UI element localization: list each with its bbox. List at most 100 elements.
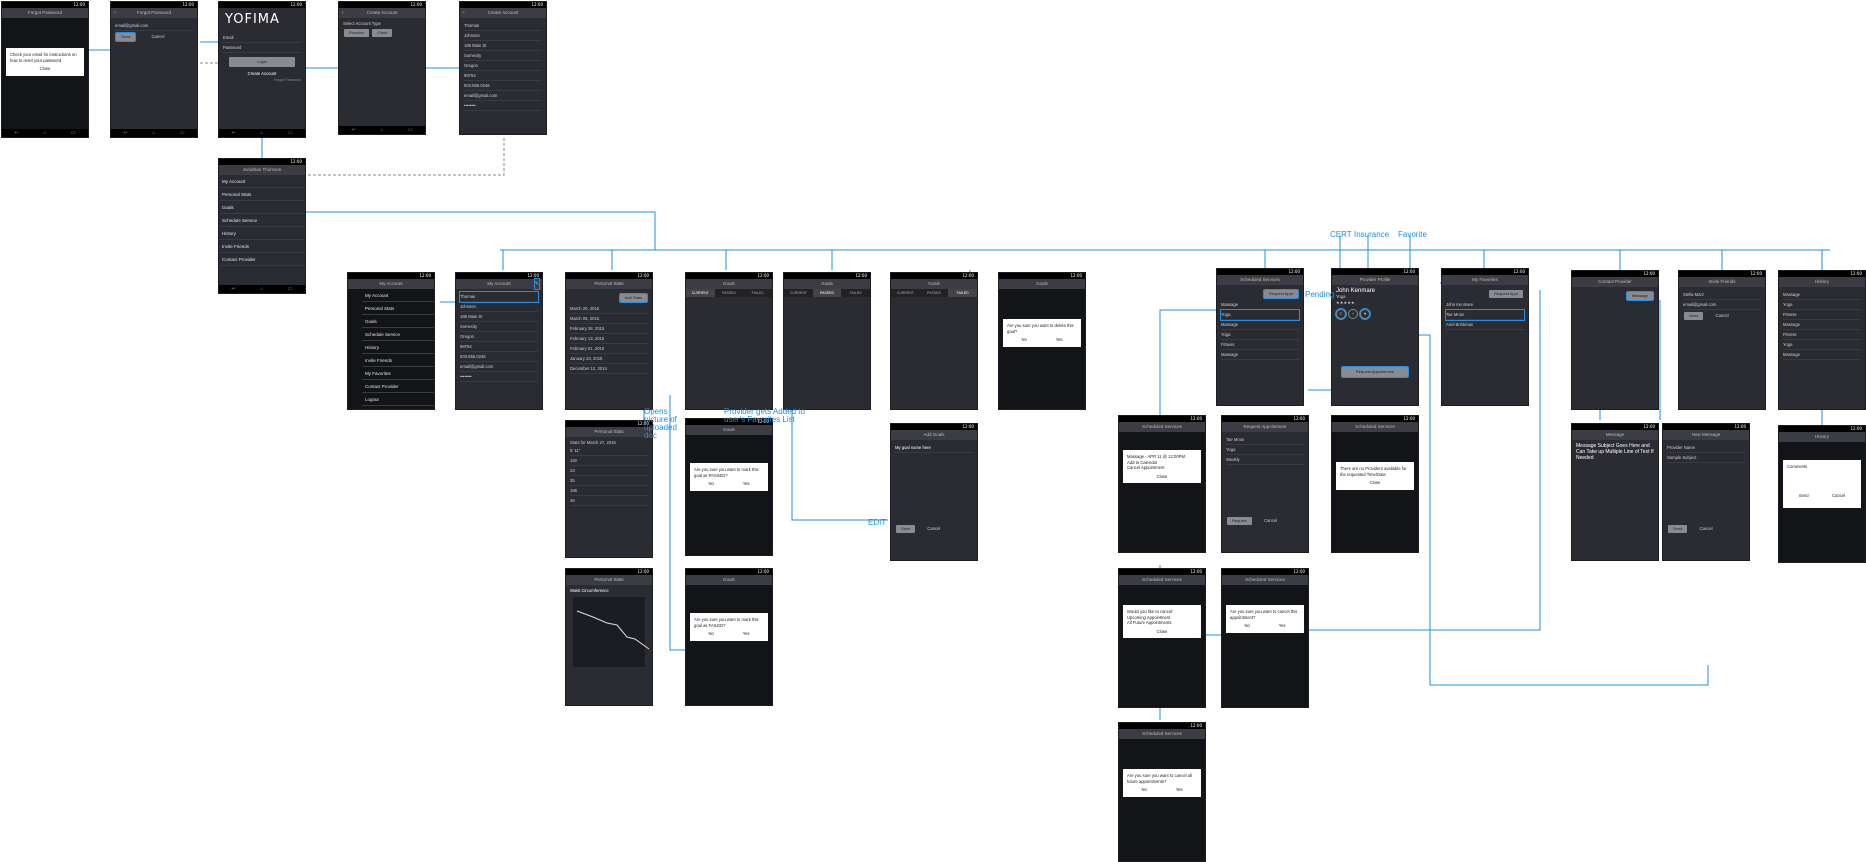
yes-button[interactable]: Yes: [1055, 337, 1063, 342]
create-account-button[interactable]: Create Account: [247, 71, 277, 76]
back-arrow-icon[interactable]: ‹: [114, 10, 116, 16]
service-row[interactable]: Massage: [1221, 350, 1299, 360]
email-field[interactable]: Email: [223, 33, 301, 43]
subject-field[interactable]: Sample Subject: [1667, 453, 1745, 463]
address-field[interactable]: 185 Main St: [460, 312, 538, 322]
yes-button[interactable]: Yes: [1175, 787, 1183, 792]
cert-icon[interactable]: C: [1335, 308, 1347, 320]
close-button[interactable]: Close: [1156, 628, 1168, 634]
email-field[interactable]: email@gmail.com: [1683, 300, 1761, 310]
provider-field[interactable]: Tae Moon: [1226, 435, 1304, 445]
favorite-row[interactable]: John Kenmare: [1446, 300, 1524, 310]
menu-item-invite-friends[interactable]: Invite Friends: [362, 354, 434, 367]
tab-failed[interactable]: FAILED: [948, 289, 977, 297]
back-icon[interactable]: ↩: [14, 130, 19, 136]
home-icon[interactable]: ⌂: [43, 130, 47, 136]
save-button[interactable]: Save: [896, 525, 916, 533]
body-fat-value[interactable]: 48: [570, 496, 648, 506]
history-row[interactable]: Fitness: [1783, 330, 1861, 340]
weight-value[interactable]: 192: [570, 456, 648, 466]
home-icon[interactable]: ⌂: [152, 130, 156, 136]
state-field[interactable]: Oregon: [464, 61, 542, 71]
password-field[interactable]: Password: [223, 43, 301, 53]
provider-field[interactable]: Provider Name: [1667, 443, 1745, 453]
stats-date-row[interactable]: March 05, 2015: [570, 314, 648, 324]
no-button[interactable]: No: [1141, 787, 1147, 792]
city-field[interactable]: Somecity: [460, 322, 538, 332]
service-row[interactable]: Yoga: [1220, 309, 1300, 321]
history-row[interactable]: Massage: [1783, 350, 1861, 360]
back-icon[interactable]: ↩: [123, 130, 128, 136]
send-button[interactable]: Send: [1798, 492, 1809, 498]
password-field[interactable]: ••••••••: [460, 372, 538, 382]
service-row[interactable]: Yoga: [1221, 330, 1299, 340]
address-field[interactable]: 185 Main St: [464, 41, 542, 51]
history-row[interactable]: Yoga: [1783, 300, 1861, 310]
back-icon[interactable]: ↩: [351, 127, 356, 133]
tab-current[interactable]: CURRENT: [789, 291, 807, 295]
name-field[interactable]: Stella Marz: [1683, 290, 1761, 300]
message-button[interactable]: Message: [1625, 291, 1655, 301]
stats-date-row[interactable]: February 13, 2015: [570, 334, 648, 344]
cancel-appointment-option[interactable]: Cancel Appointment: [1127, 465, 1165, 470]
first-name-field[interactable]: Thomas: [459, 291, 539, 303]
request-appt-button[interactable]: Request Appt: [1262, 289, 1300, 299]
menu-item-history[interactable]: History: [362, 341, 434, 354]
recent-apps-icon[interactable]: ▭: [287, 130, 293, 136]
frequency-field[interactable]: Weekly: [1226, 455, 1304, 465]
service-row[interactable]: Massage: [1221, 300, 1299, 310]
add-stats-button[interactable]: Add Stats: [618, 293, 649, 303]
cancel-button[interactable]: Cancel: [1699, 526, 1713, 531]
home-icon[interactable]: ⌂: [260, 286, 264, 292]
history-row[interactable]: Fitness: [1783, 310, 1861, 320]
recent-apps-icon[interactable]: ▭: [287, 286, 293, 292]
recent-apps-icon[interactable]: ▭: [407, 127, 413, 133]
cancel-button[interactable]: Cancel: [1264, 518, 1278, 523]
first-name-field[interactable]: Thomas: [464, 21, 542, 31]
menu-item-logout[interactable]: Logout: [362, 393, 434, 406]
back-arrow-icon[interactable]: ‹: [342, 10, 344, 16]
insurance-icon[interactable]: I: [1348, 309, 1358, 319]
menu-item-my-account[interactable]: My Account: [219, 175, 305, 188]
close-button[interactable]: Close: [39, 66, 51, 71]
request-button[interactable]: Request: [1227, 517, 1252, 525]
yes-button[interactable]: Yes: [1278, 623, 1286, 628]
no-button[interactable]: No: [708, 631, 714, 636]
no-button[interactable]: No: [1021, 337, 1027, 342]
stats-date-row[interactable]: February 28, 2015: [570, 324, 648, 334]
menu-item-history[interactable]: History: [219, 227, 305, 240]
recent-apps-icon[interactable]: ▭: [70, 130, 76, 136]
waist-value[interactable]: 35: [570, 476, 648, 486]
request-appointment-button[interactable]: Request Appointment: [1341, 366, 1409, 378]
cancel-button[interactable]: Cancel: [1832, 492, 1846, 498]
email-field[interactable]: email@gmail.com: [115, 21, 193, 31]
favorite-row[interactable]: Tae Moon: [1445, 309, 1525, 321]
yes-button[interactable]: Yes: [742, 631, 750, 636]
goal-name-field[interactable]: My goal name here: [895, 443, 973, 453]
tab-passed[interactable]: PASSED: [927, 291, 941, 295]
no-button[interactable]: No: [1244, 623, 1250, 628]
cancel-button[interactable]: Cancel: [151, 34, 165, 39]
email-field[interactable]: email@gmail.com: [460, 362, 538, 372]
stats-date-row[interactable]: January 23, 2015: [570, 354, 648, 364]
phone-field[interactable]: 503.555.0246: [460, 352, 538, 362]
home-icon[interactable]: ⌂: [260, 130, 264, 136]
cancel-button[interactable]: Cancel: [1715, 313, 1729, 318]
bmi-value[interactable]: 23: [570, 466, 648, 476]
upcoming-appointment-option[interactable]: Upcoming Appointment: [1127, 614, 1171, 620]
stats-date-row[interactable]: March 20, 2015: [570, 304, 648, 314]
request-appt-button[interactable]: Request Appt: [1488, 290, 1523, 298]
recent-apps-icon[interactable]: ▭: [179, 130, 185, 136]
add-to-calendar-option[interactable]: Add to Calendar: [1127, 459, 1158, 465]
height-value[interactable]: 5' 11": [570, 446, 648, 456]
last-name-field[interactable]: Johnson: [464, 31, 542, 41]
send-button[interactable]: Send: [1668, 525, 1688, 533]
menu-item-my-account[interactable]: My Account: [362, 289, 434, 302]
all-future-option[interactable]: All Future Appointments: [1127, 620, 1172, 625]
state-field[interactable]: Oregon: [460, 332, 538, 342]
no-button[interactable]: No: [708, 481, 714, 486]
tab-passed[interactable]: PASSED: [812, 289, 842, 297]
cancel-button[interactable]: Cancel: [927, 526, 941, 531]
tab-current[interactable]: CURRENT: [896, 291, 914, 295]
zip-field[interactable]: 98754: [464, 71, 542, 81]
